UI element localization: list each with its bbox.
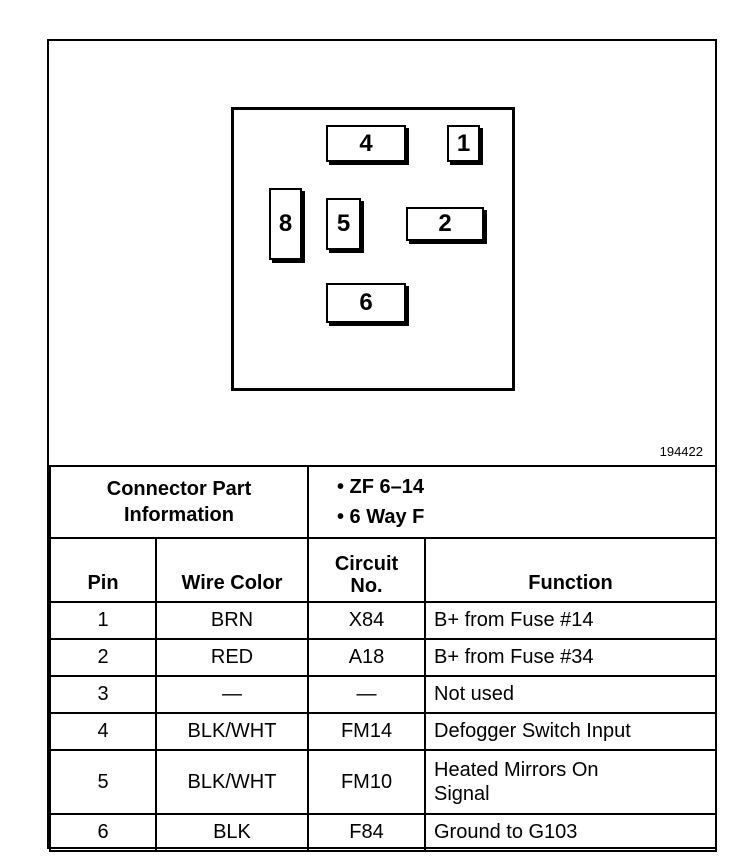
pin-cell: 5 <box>49 749 157 815</box>
connector-info-label: Connector Part Information <box>49 465 309 539</box>
connector-info-values: • ZF 6–14 • 6 Way F <box>307 465 717 539</box>
table-row: 2 RED A18 B+ from Fuse #34 <box>49 638 717 677</box>
function-cell: B+ from Fuse #14 <box>424 601 717 640</box>
connector-label-line1: Connector Part <box>106 478 252 500</box>
pinout-table: Connector Part Information • ZF 6–14 • 6… <box>49 465 717 852</box>
header-function: Function <box>424 537 717 603</box>
circuit-cell: A18 <box>307 638 426 677</box>
table-row: 5 BLK/WHT FM10 Heated Mirrors On Signal <box>49 749 717 815</box>
wire-color-cell: RED <box>155 638 309 677</box>
pin-cavity-4: 4 <box>326 125 406 162</box>
circuit-cell: — <box>307 675 426 714</box>
function-cell: Not used <box>424 675 717 714</box>
header-circuit-line1: Circuit <box>334 553 399 575</box>
function-line1: Heated Mirrors On <box>434 759 599 781</box>
connector-info-item: • ZF 6–14 <box>337 476 425 498</box>
function-cell: Heated Mirrors On Signal <box>424 749 717 815</box>
table-row: 3 — — Not used <box>49 675 717 714</box>
function-line2: Signal <box>434 783 490 805</box>
circuit-cell: F84 <box>307 813 426 852</box>
circuit-cell: FM14 <box>307 712 426 751</box>
function-cell: Ground to G103 <box>424 813 717 852</box>
connector-housing: 4 1 8 5 2 6 <box>231 107 515 391</box>
pin-cell: 6 <box>49 813 157 852</box>
header-pin: Pin <box>49 537 157 603</box>
header-row: Pin Wire Color Circuit No. Function <box>49 537 717 603</box>
pin-cell: 1 <box>49 601 157 640</box>
wire-color-cell: BLK <box>155 813 309 852</box>
connector-label-line2: Information <box>124 504 234 526</box>
wire-color-cell: BRN <box>155 601 309 640</box>
pin-cavity-8: 8 <box>269 188 302 260</box>
circuit-cell: FM10 <box>307 749 426 815</box>
table-row: 6 BLK F84 Ground to G103 <box>49 813 717 852</box>
wire-color-cell: — <box>155 675 309 714</box>
circuit-cell: X84 <box>307 601 426 640</box>
header-circuit-no: Circuit No. <box>307 537 426 603</box>
pin-cell: 2 <box>49 638 157 677</box>
figure-id: 194422 <box>659 444 703 459</box>
connector-sheet: 4 1 8 5 2 6 194422 Connector Part Inform… <box>47 39 717 852</box>
header-circuit-line2: No. <box>350 575 383 597</box>
pin-cavity-1: 1 <box>447 125 480 162</box>
connector-info-item: • 6 Way F <box>337 506 425 528</box>
pin-cavity-2: 2 <box>406 207 484 241</box>
table-row: 4 BLK/WHT FM14 Defogger Switch Input <box>49 712 717 751</box>
function-cell: Defogger Switch Input <box>424 712 717 751</box>
pin-cell: 4 <box>49 712 157 751</box>
connector-figure: 4 1 8 5 2 6 194422 <box>49 41 715 465</box>
table-row: 1 BRN X84 B+ from Fuse #14 <box>49 601 717 640</box>
pin-cavity-5: 5 <box>326 198 361 250</box>
wire-color-cell: BLK/WHT <box>155 749 309 815</box>
pin-cavity-6: 6 <box>326 283 406 323</box>
wire-color-cell: BLK/WHT <box>155 712 309 751</box>
header-wire-color: Wire Color <box>155 537 309 603</box>
connector-info-row: Connector Part Information • ZF 6–14 • 6… <box>49 465 717 539</box>
pin-cell: 3 <box>49 675 157 714</box>
function-cell: B+ from Fuse #34 <box>424 638 717 677</box>
